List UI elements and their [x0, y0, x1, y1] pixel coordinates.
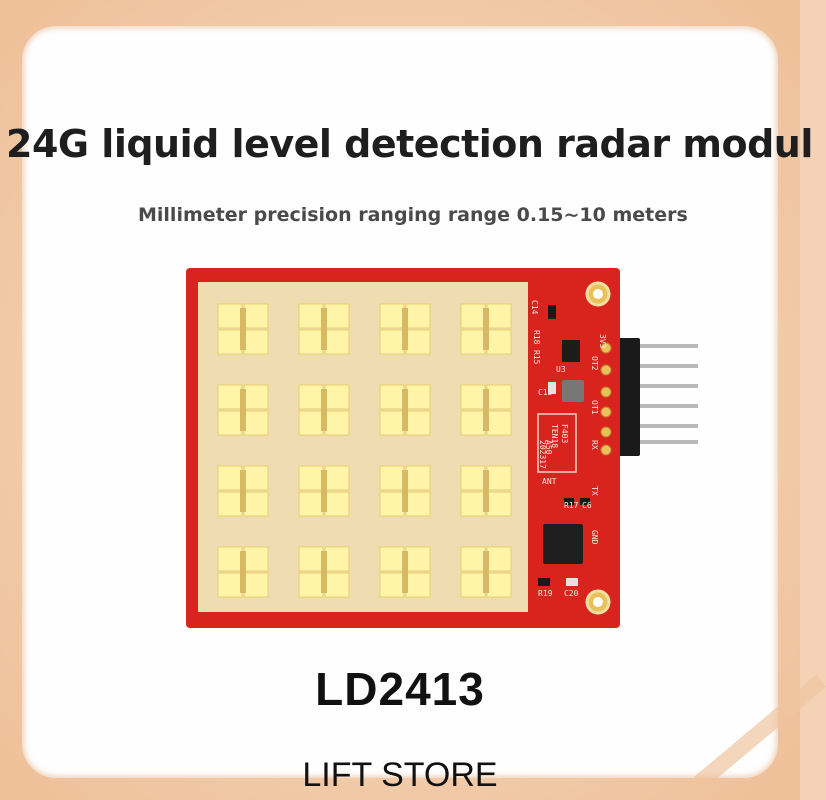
antenna-patch [217, 384, 269, 436]
svg-text:C15: C15 [538, 388, 553, 397]
antenna-patch [460, 465, 512, 517]
store-name: LIFT STORE [302, 756, 498, 794]
svg-text:C14: C14 [530, 300, 539, 315]
antenna-patch [298, 546, 350, 598]
model-number: LD2413 [315, 663, 485, 715]
svg-text:U3: U3 [556, 365, 566, 374]
antenna-patch [217, 465, 269, 517]
product-subtitle: Millimeter precision ranging range 0.15~… [138, 204, 688, 226]
pin-header [618, 338, 698, 456]
silkscreen: C14 R18 R15 C15 U3 R17 C6 R19 C20 ANT TE… [530, 300, 607, 598]
antenna-patch [379, 303, 431, 355]
svg-text:RX: RX [590, 440, 599, 450]
svg-text:C6: C6 [582, 501, 592, 510]
svg-text:202317: 202317 [538, 440, 547, 469]
svg-text:TX: TX [590, 486, 599, 496]
antenna-patch [379, 465, 431, 517]
antenna-patch [217, 303, 269, 355]
svg-text:TEN18: TEN18 [550, 424, 559, 448]
radar-module-illustration: C14 R18 R15 C15 U3 R17 C6 R19 C20 ANT TE… [186, 268, 698, 628]
svg-text:OT1: OT1 [590, 400, 599, 415]
svg-text:3V3: 3V3 [598, 334, 607, 349]
svg-text:A50: A50 [544, 440, 553, 455]
antenna-patch [217, 546, 269, 598]
antenna-patch [460, 384, 512, 436]
svg-text:OT2: OT2 [590, 356, 599, 371]
product-title: 24G liquid level detection radar modul [6, 122, 813, 166]
antenna-patch [298, 384, 350, 436]
svg-text:ANT: ANT [542, 477, 557, 486]
svg-text:C20: C20 [564, 589, 579, 598]
svg-text:R15: R15 [532, 350, 541, 365]
svg-text:R18: R18 [532, 330, 541, 345]
svg-text:GND: GND [590, 530, 599, 545]
components [537, 305, 590, 586]
svg-text:R19: R19 [538, 589, 553, 598]
antenna-patch [460, 546, 512, 598]
svg-text:R17: R17 [564, 501, 579, 510]
antenna-patch [379, 384, 431, 436]
antenna-patch [298, 303, 350, 355]
svg-text:F403: F403 [560, 424, 569, 443]
antenna-patch [298, 465, 350, 517]
antenna-patch [460, 303, 512, 355]
antenna-patch-array [217, 303, 512, 598]
antenna-patch [379, 546, 431, 598]
